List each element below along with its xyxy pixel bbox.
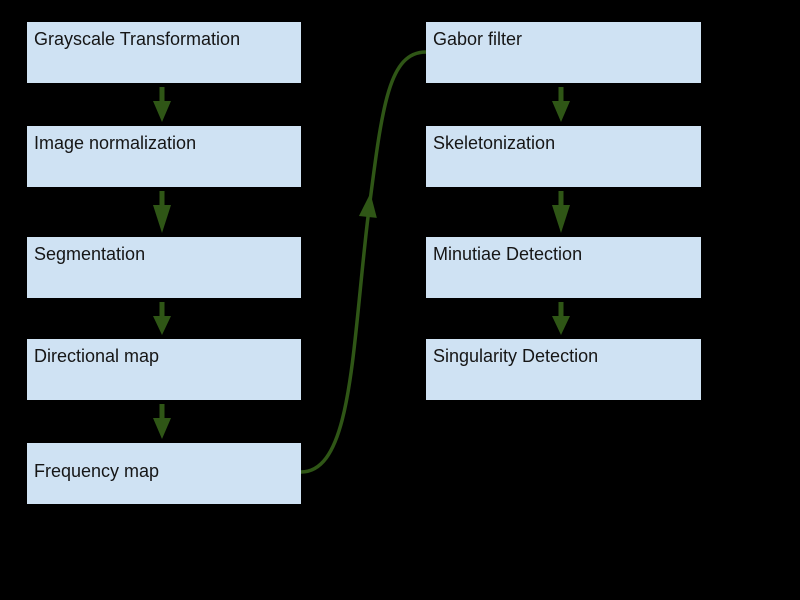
node-skeletonization: Skeletonization — [426, 126, 701, 187]
down-arrow-icon — [552, 191, 570, 233]
down-arrow-icon — [153, 404, 171, 439]
node-singularity-detection: Singularity Detection — [426, 339, 701, 400]
node-image-normalization: Image normalization — [27, 126, 301, 187]
down-arrow-icon — [153, 87, 171, 122]
curved-flow-arrow-icon — [300, 50, 427, 474]
node-frequency-map: Frequency map — [27, 443, 301, 504]
node-minutiae-detection: Minutiae Detection — [426, 237, 701, 298]
node-grayscale-transformation: Grayscale Transformation — [27, 22, 301, 83]
down-arrow-icon — [552, 87, 570, 122]
down-arrow-icon — [153, 302, 171, 335]
down-arrow-icon — [153, 191, 171, 233]
down-arrow-icon — [552, 302, 570, 335]
node-segmentation: Segmentation — [27, 237, 301, 298]
node-directional-map: Directional map — [27, 339, 301, 400]
node-gabor-filter: Gabor filter — [426, 22, 701, 83]
